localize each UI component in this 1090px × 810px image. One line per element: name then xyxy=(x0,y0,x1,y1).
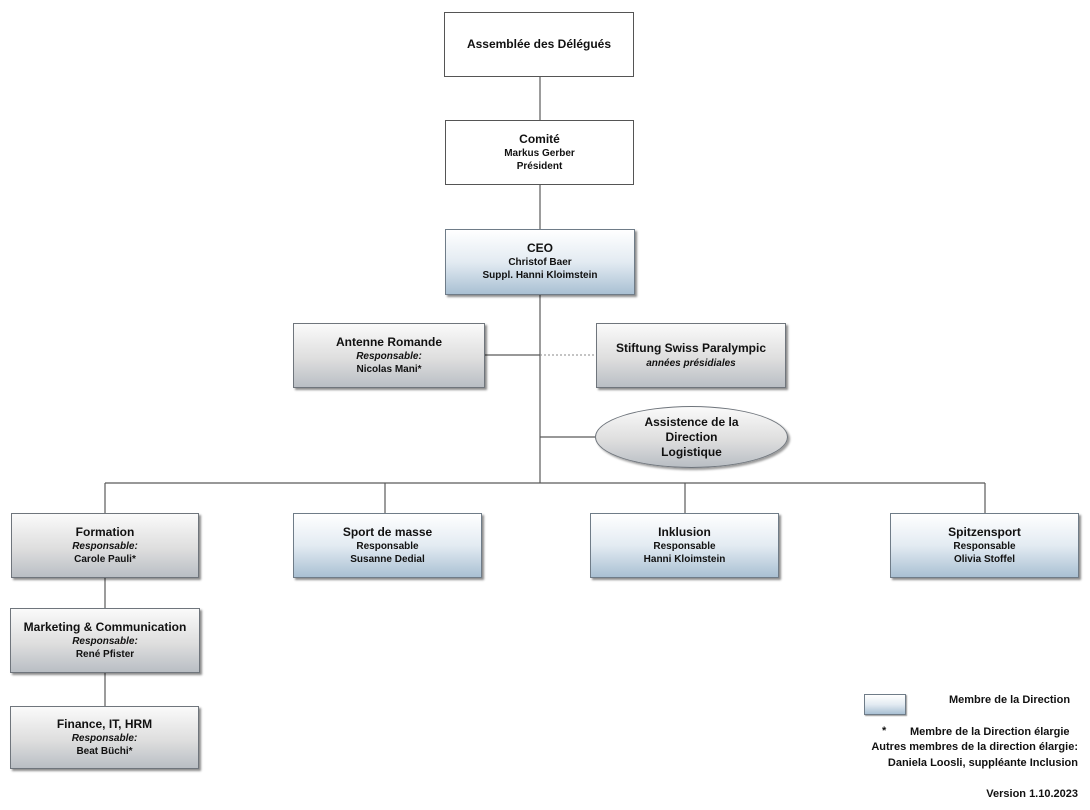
legend-direction-label: Membre de la Direction xyxy=(949,694,1071,706)
node-line: Direction xyxy=(665,429,718,444)
node-title: Formation xyxy=(75,524,135,539)
node-person: Nicolas Mani* xyxy=(356,363,422,375)
node-comite: Comité Markus Gerber Président xyxy=(445,120,634,185)
node-antenne-romande: Antenne Romande Responsable: Nicolas Man… xyxy=(293,323,485,388)
node-person: Hanni Kloimstein xyxy=(643,553,726,565)
node-line: Assistence de la xyxy=(644,414,739,429)
legend-star: * xyxy=(882,725,887,737)
node-sport-de-masse: Sport de masse Responsable Susanne Dedia… xyxy=(293,513,482,578)
node-person: Christof Baer xyxy=(508,257,572,268)
legend-direction-swatch xyxy=(864,694,906,715)
node-inklusion: Inklusion Responsable Hanni Kloimstein xyxy=(590,513,779,578)
node-marketing: Marketing & Communication Responsable: R… xyxy=(10,608,200,673)
node-role: Responsable xyxy=(953,540,1016,552)
node-title: Comité xyxy=(519,131,560,146)
node-person: Beat Büchi* xyxy=(76,745,133,757)
node-spitzensport: Spitzensport Responsable Olivia Stoffel xyxy=(890,513,1079,578)
node-role: Responsable xyxy=(653,540,716,552)
node-person: Olivia Stoffel xyxy=(953,553,1016,565)
node-title: Marketing & Communication xyxy=(23,619,187,634)
node-assistence: Assistence de la Direction Logistique xyxy=(595,406,788,468)
legend-star-label: Membre de la Direction élargie xyxy=(910,726,1070,738)
node-title: Finance, IT, HRM xyxy=(56,716,153,731)
node-person: Markus Gerber xyxy=(504,147,575,159)
node-role: Responsable: xyxy=(356,350,422,362)
node-assemblee: Assemblée des Délégués xyxy=(444,12,634,77)
node-title: Inklusion xyxy=(658,524,711,539)
legend-others-line2: Daniela Loosli, suppléante Inclusion xyxy=(887,757,1078,769)
node-title: Spitzensport xyxy=(948,524,1021,539)
node-role: Responsable: xyxy=(72,540,138,552)
node-role: Président xyxy=(516,160,563,172)
node-formation: Formation Responsable: Carole Pauli* xyxy=(11,513,199,578)
node-person: Susanne Dedial xyxy=(350,553,425,565)
version-label: Version 1.10.2023 xyxy=(986,788,1078,800)
node-title: Sport de masse xyxy=(342,524,433,539)
node-title: Assemblée des Délégués xyxy=(466,37,612,51)
node-stiftung: Stiftung Swiss Paralympic années présidi… xyxy=(596,323,786,388)
node-person: René Pfister xyxy=(75,648,135,660)
node-ceo: CEO Christof Baer Suppl. Hanni Kloimstei… xyxy=(445,229,635,295)
node-role: Responsable: xyxy=(72,635,138,647)
node-title: Antenne Romande xyxy=(335,334,442,349)
node-deputy: Suppl. Hanni Kloimstein xyxy=(482,270,598,281)
node-role: Responsable xyxy=(356,540,419,552)
node-finance: Finance, IT, HRM Responsable: Beat Büchi… xyxy=(10,706,199,769)
node-title: Stiftung Swiss Paralympic xyxy=(615,340,767,355)
node-line: Logistique xyxy=(661,444,722,459)
node-role: Responsable: xyxy=(71,732,138,744)
node-person: Carole Pauli* xyxy=(74,553,136,565)
node-note: années présidiales xyxy=(646,357,736,369)
legend-others-line1: Autres membres de la direction élargie: xyxy=(871,741,1078,753)
node-title: CEO xyxy=(526,241,553,255)
